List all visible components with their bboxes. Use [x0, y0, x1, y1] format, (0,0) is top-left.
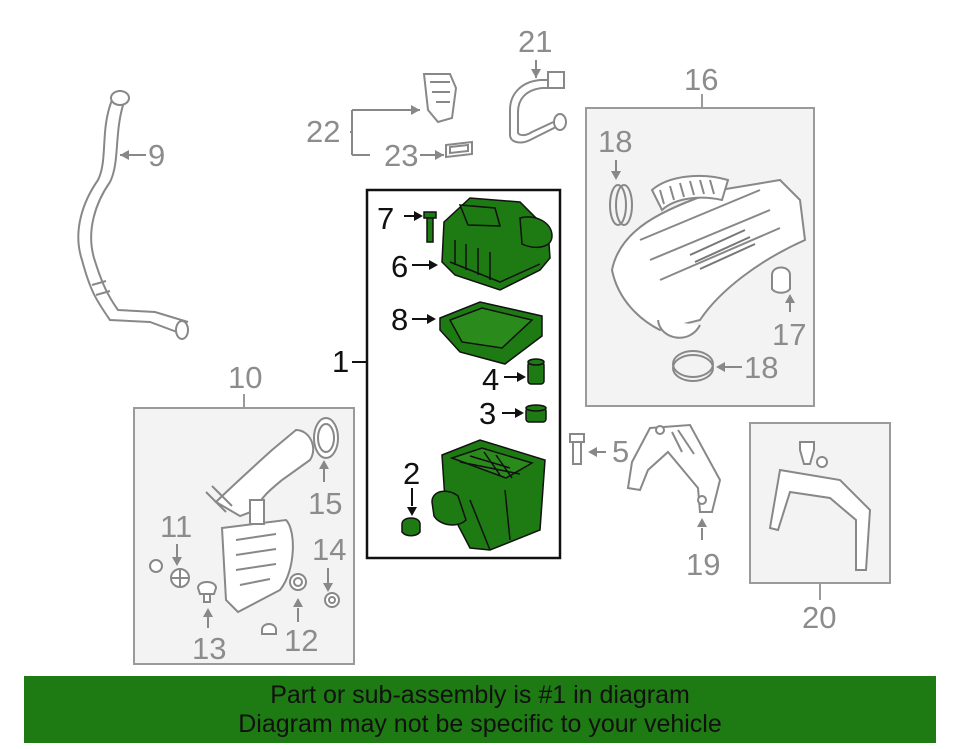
callout-18-top: 18 — [598, 124, 632, 159]
grommet-part-2 — [401, 517, 421, 537]
bracket-part-19 — [626, 423, 722, 513]
insulator-part-3 — [525, 404, 547, 423]
notice-banner: Part or sub-assembly is #1 in diagram Di… — [24, 676, 936, 743]
callout-15: 15 — [308, 486, 342, 521]
grommet-part-12 — [261, 573, 307, 635]
callout-2: 2 — [403, 456, 420, 491]
mass-airflow-sensor-part — [422, 73, 458, 124]
callout-4: 4 — [482, 362, 499, 397]
air-filter-part-8 — [439, 301, 543, 365]
callout-22: 22 — [306, 114, 340, 149]
callout-6: 6 — [391, 249, 408, 284]
notice-line-1: Part or sub-assembly is #1 in diagram — [270, 681, 690, 709]
duct-part-15 — [313, 417, 339, 459]
callout-12: 12 — [284, 623, 318, 658]
bracket-part-20 — [768, 441, 872, 571]
grommet-part-13 — [196, 581, 218, 603]
callout-21: 21 — [518, 24, 552, 59]
callout-7: 7 — [377, 201, 394, 236]
clamp-part-18a — [609, 184, 633, 226]
callout-17: 17 — [772, 317, 806, 352]
group-box-20 — [749, 422, 891, 584]
air-cleaner-cover-part-6 — [441, 197, 553, 291]
engine-cover-part — [610, 174, 807, 339]
callout-10: 10 — [228, 360, 262, 395]
callout-13: 13 — [192, 631, 226, 666]
resonator-part — [205, 428, 315, 614]
parts-diagram: 1 2 3 4 5 6 7 8 9 10 11 12 13 14 15 16 1… — [77, 24, 891, 666]
bolt-part-5 — [569, 433, 585, 465]
grommet-part-11 — [149, 559, 190, 588]
callout-20: 20 — [802, 600, 836, 635]
insulator-part-4 — [527, 358, 545, 385]
seal-part — [445, 140, 473, 159]
callout-3: 3 — [479, 396, 496, 431]
grommet-part-14 — [324, 592, 340, 608]
callout-19: 19 — [686, 547, 720, 582]
bracket-22-23 — [350, 109, 444, 156]
callout-9: 9 — [148, 138, 165, 173]
clamp-part-18b — [672, 350, 714, 382]
vent-hose-part — [509, 71, 567, 144]
callout-23: 23 — [384, 138, 418, 173]
callout-1: 1 — [332, 344, 349, 379]
bolt-part-7 — [423, 211, 437, 243]
callout-16: 16 — [684, 62, 718, 97]
air-cleaner-housing-part — [431, 439, 546, 551]
callout-11: 11 — [160, 509, 192, 544]
grommet-part-17 — [771, 266, 791, 294]
callout-5: 5 — [612, 434, 629, 469]
callout-18-bottom: 18 — [744, 350, 778, 385]
callout-14: 14 — [312, 532, 346, 567]
notice-line-2: Diagram may not be specific to your vehi… — [238, 710, 722, 738]
callout-8: 8 — [391, 302, 408, 337]
intake-pipe-part — [77, 90, 189, 340]
